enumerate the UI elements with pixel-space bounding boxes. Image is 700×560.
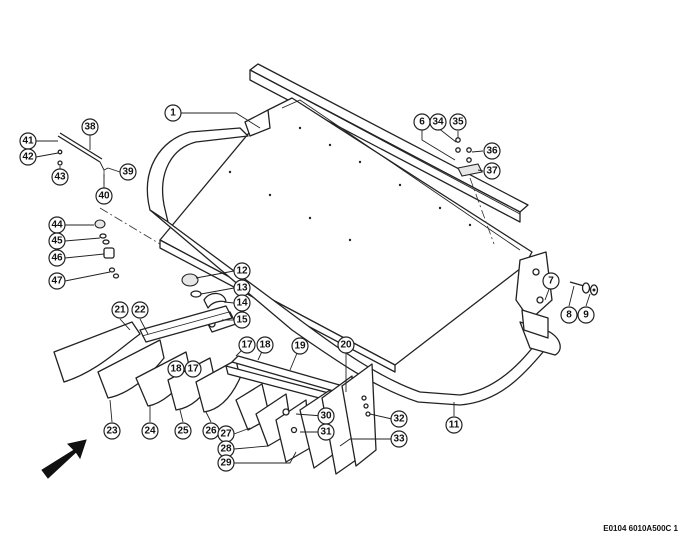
callout-25: 25	[174, 422, 192, 440]
callout-19: 19	[291, 337, 309, 355]
bolt-and-washers	[569, 281, 599, 296]
callout-24: 24	[141, 422, 159, 440]
callout-31: 31	[317, 423, 335, 441]
svg-text:22: 22	[134, 305, 146, 316]
hardware-stack	[94, 207, 161, 279]
svg-text:23: 23	[106, 426, 118, 437]
svg-text:44: 44	[51, 220, 63, 231]
callout-26: 26	[202, 422, 220, 440]
callout-7: 7	[542, 272, 560, 290]
callout-37: 37	[483, 162, 501, 180]
svg-text:31: 31	[320, 427, 332, 438]
svg-text:33: 33	[393, 434, 405, 445]
direction-arrow-icon	[41, 439, 87, 479]
callout-36: 36	[483, 142, 501, 160]
svg-text:20: 20	[340, 340, 352, 351]
svg-text:36: 36	[486, 146, 498, 157]
svg-text:18: 18	[170, 364, 182, 375]
callout-46: 46	[48, 249, 66, 267]
svg-text:45: 45	[51, 236, 63, 247]
svg-text:8: 8	[566, 310, 572, 321]
callout-17-lower: 17	[184, 360, 202, 378]
side-bracket	[515, 251, 553, 339]
callout-45: 45	[48, 232, 66, 250]
svg-text:32: 32	[393, 414, 405, 425]
svg-text:41: 41	[22, 136, 34, 147]
callout-39: 39	[119, 163, 137, 181]
callout-33: 33	[390, 430, 408, 448]
callout-1: 1	[164, 104, 182, 122]
callout-34: 34	[429, 113, 447, 131]
svg-text:25: 25	[177, 426, 189, 437]
svg-text:46: 46	[51, 253, 63, 264]
callout-28: 28	[217, 440, 235, 458]
svg-text:15: 15	[236, 315, 248, 326]
svg-text:1: 1	[170, 108, 176, 119]
svg-text:47: 47	[51, 276, 63, 287]
callout-15: 15	[233, 311, 251, 329]
right-flaps	[225, 355, 377, 475]
callout-47: 47	[48, 272, 66, 290]
callout-21: 21	[111, 301, 129, 319]
callout-12: 12	[233, 262, 251, 280]
svg-text:9: 9	[583, 310, 589, 321]
callout-17-upper: 17	[238, 336, 256, 354]
svg-text:6: 6	[419, 117, 425, 128]
left-flaps	[53, 305, 241, 413]
callout-23: 23	[103, 422, 121, 440]
svg-text:27: 27	[220, 429, 232, 440]
top-fasteners	[455, 137, 495, 245]
svg-text:34: 34	[432, 117, 444, 128]
svg-text:19: 19	[294, 341, 306, 352]
svg-text:43: 43	[54, 172, 66, 183]
svg-text:39: 39	[122, 167, 134, 178]
callout-42: 42	[19, 148, 37, 166]
callout-40: 40	[95, 187, 113, 205]
callout-43: 43	[51, 168, 69, 186]
svg-text:13: 13	[236, 283, 248, 294]
svg-text:11: 11	[449, 420, 460, 431]
callout-9: 9	[577, 306, 595, 324]
svg-text:28: 28	[220, 444, 232, 455]
callout-18-upper: 18	[256, 336, 274, 354]
svg-text:21: 21	[114, 305, 126, 316]
svg-text:17: 17	[187, 364, 199, 375]
callout-44: 44	[48, 216, 66, 234]
callout-32: 32	[390, 410, 408, 428]
svg-text:17: 17	[241, 340, 253, 351]
callout-35: 35	[449, 113, 467, 131]
drawing-reference-code: E0104 6010A500C 1	[603, 524, 678, 533]
callout-11: 11	[445, 416, 463, 434]
svg-text:26: 26	[205, 426, 217, 437]
svg-text:24: 24	[144, 426, 156, 437]
callout-22: 22	[131, 301, 149, 319]
svg-text:40: 40	[98, 191, 110, 202]
svg-text:35: 35	[452, 117, 464, 128]
callout-6: 6	[413, 113, 431, 131]
callout-38: 38	[81, 118, 99, 136]
svg-text:7: 7	[548, 276, 554, 287]
svg-text:12: 12	[236, 266, 248, 277]
callout-30: 30	[317, 407, 335, 425]
callout-41: 41	[19, 132, 37, 150]
callout-29: 29	[217, 454, 235, 472]
svg-text:18: 18	[259, 340, 271, 351]
svg-text:37: 37	[486, 166, 498, 177]
callout-13: 13	[233, 279, 251, 297]
leader-lines	[35, 112, 591, 464]
svg-text:30: 30	[320, 411, 332, 422]
svg-text:29: 29	[220, 458, 232, 469]
svg-text:38: 38	[84, 122, 96, 133]
callout-20: 20	[337, 336, 355, 354]
callout-14: 14	[233, 294, 251, 312]
cover-panel	[159, 63, 533, 373]
callout-8: 8	[560, 306, 578, 324]
svg-text:14: 14	[236, 298, 248, 309]
callout-27: 27	[217, 425, 235, 443]
callout-18-lower: 18	[167, 360, 185, 378]
svg-text:42: 42	[22, 152, 34, 163]
